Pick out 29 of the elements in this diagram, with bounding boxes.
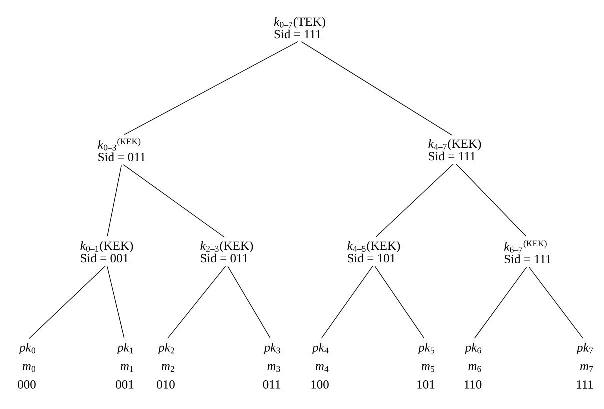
- tree-line: [374, 266, 425, 339]
- tree-line: [28, 266, 106, 340]
- tree-line: [528, 266, 584, 339]
- tree-line: [321, 266, 374, 339]
- tree-line: [376, 164, 454, 238]
- key-node-label: k$_{0–3}$(KEK) Sid = 011: [98, 138, 146, 162]
- tree-line: [301, 42, 453, 136]
- key-node-label: k$_{6–7}$(KEK) Sid = 111: [504, 240, 552, 264]
- leaf-label: pk$_{5}$ m$_{5}$ 101: [418, 343, 435, 389]
- tree-line: [474, 266, 528, 339]
- leaf-label: pk$_{6}$ m$_{6}$ 110: [464, 343, 482, 389]
- key-node-label: k$_{4–5}$(KEK) Sid = 101: [348, 241, 400, 263]
- key-node-label: k$_{0–7}$(TEK) Sid = 111: [274, 17, 326, 39]
- tree-line: [107, 165, 122, 237]
- key-node-label: k$_{0–1}$(KEK) Sid = 001: [80, 241, 134, 263]
- tree-line: [124, 41, 299, 136]
- leaf-label: pk$_{1}$ m$_{1}$ 001: [116, 343, 134, 389]
- leaf-label: pk$_{0}$ m$_{0}$ 000: [18, 343, 36, 389]
- tree-line: [228, 266, 271, 339]
- key-node-label: k$_{4–7}$(KEK) Sid = 111: [428, 139, 482, 161]
- leaf-label: pk$_{7}$ m$_{7}$ 111: [576, 343, 594, 389]
- tree-line: [168, 266, 226, 339]
- key-node-label: k$_{2–3}$(KEK) Sid = 011: [200, 241, 254, 263]
- leaf-label: pk$_{4}$ m$_{4}$ 100: [312, 343, 329, 389]
- tree-line: [123, 164, 225, 238]
- leaf-label: pk$_{3}$ m$_{3}$ 011: [263, 343, 280, 389]
- tree-line: [456, 164, 526, 236]
- tree-line: [107, 266, 125, 338]
- leaf-label: pk$_{2}$ m$_{2}$ 010: [157, 343, 175, 389]
